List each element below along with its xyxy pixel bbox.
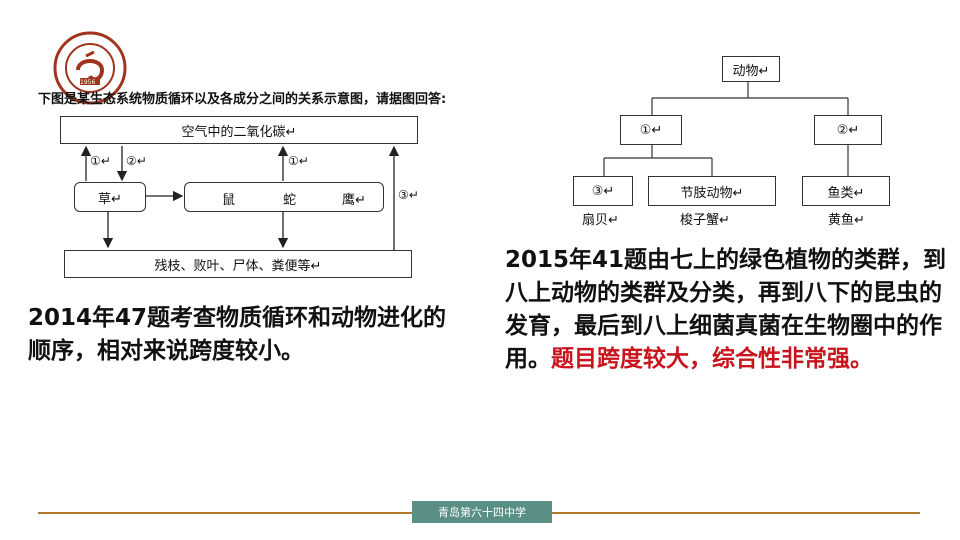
- text-2014: 2014年47题考查物质循环和动物进化的顺序，相对来说跨度较小。: [28, 305, 447, 364]
- footer-school-name: 青岛第六十四中学: [412, 501, 552, 523]
- animal-root-box: 动物↵: [722, 56, 780, 82]
- example-scallop: 扇贝↵: [582, 213, 619, 228]
- food-chain-box: [184, 182, 384, 212]
- class-1-box: ①↵: [620, 115, 682, 145]
- residue-box: 残枝、败叶、尸体、粪便等↵: [64, 250, 412, 278]
- diagram2-tree-lines: [603, 82, 849, 176]
- example-yellow-croaker: 黄鱼↵: [828, 213, 865, 228]
- text-2015-highlight: 题目跨度较大，综合性非常强。: [551, 346, 873, 372]
- marker-2: ②↵: [126, 154, 147, 168]
- school-logo: 1956: [52, 30, 128, 106]
- air-co2-box: 空气中的二氧化碳↵: [60, 116, 418, 144]
- chain-snake: 蛇: [283, 193, 297, 208]
- logo-year: 1956: [80, 79, 96, 86]
- chain-mouse: 鼠: [222, 193, 236, 208]
- grass-box: 草↵: [74, 182, 146, 212]
- arthropod-box: 节肢动物↵: [648, 176, 776, 206]
- fish-box: 鱼类↵: [802, 176, 890, 206]
- chain-eagle: 鹰↵: [342, 193, 366, 208]
- diagram1-caption: 下图是某生态系统物质循环以及各成分之间的关系示意图，请据图回答:: [38, 92, 447, 107]
- text-2015: 2015年41题由七上的绿色植物的类群，到八上动物的类群及分类，再到八下的昆虫的…: [505, 244, 955, 376]
- marker-1-left: ①↵: [90, 154, 111, 168]
- marker-3: ③↵: [398, 188, 419, 202]
- marker-1-right: ①↵: [288, 154, 309, 168]
- example-crab: 梭子蟹↵: [680, 213, 730, 228]
- class-2-box: ②↵: [814, 115, 882, 145]
- text-2015-main: 2015年41题由七上的绿色植物的类群，到八上动物的类群及分类，再到八下的昆虫的…: [505, 247, 947, 372]
- class-3-box: ③↵: [573, 176, 633, 206]
